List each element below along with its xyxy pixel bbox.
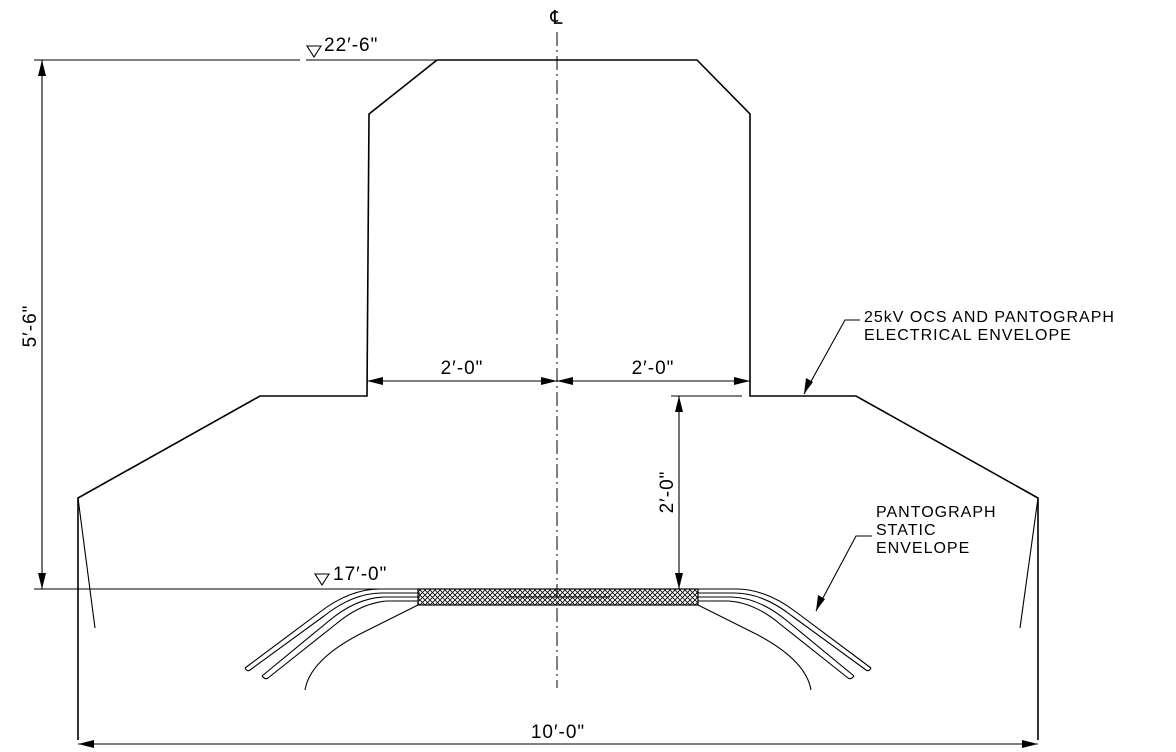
offset-height-label: 2′-0" (657, 471, 678, 514)
elevation-bottom-label: 17′-0" (333, 564, 387, 585)
electrical-envelope-callout: 25kV OCS AND PANTOGRAPH ELECTRICAL ENVEL… (803, 309, 1115, 395)
overall-height-dimension: 5′-6" (20, 60, 46, 589)
overall-width-label: 10′-0" (531, 722, 585, 743)
right-half-width-dimension: 2′-0" (557, 358, 750, 385)
static-envelope-line3: ENVELOPE (876, 540, 970, 557)
electrical-envelope-line2: ELECTRICAL ENVELOPE (864, 327, 1072, 344)
elevation-marker-icon (305, 45, 323, 59)
left-half-width-label: 2′-0" (441, 358, 484, 379)
static-envelope-line2: STATIC (876, 522, 937, 539)
centerline-symbol: ℄ (549, 8, 563, 29)
electrical-envelope-outline (77, 59, 1039, 740)
pantograph-head (244, 588, 872, 691)
right-inner-flare (1019, 497, 1039, 629)
elevation-top-label: 22′-6" (324, 35, 378, 56)
left-inner-flare (77, 497, 96, 629)
overall-width-dimension: 10′-0" (78, 722, 1038, 748)
offset-height-dimension: 2′-0" (657, 395, 742, 589)
overall-height-label: 5′-6" (20, 305, 41, 348)
right-half-width-label: 2′-0" (632, 358, 675, 379)
left-half-width-dimension: 2′-0" (367, 358, 557, 385)
centerline-icon: ℄ (549, 8, 563, 29)
electrical-envelope-line1: 25kV OCS AND PANTOGRAPH (864, 309, 1115, 326)
static-envelope-line1: PANTOGRAPH (876, 504, 997, 521)
elevation-marker-icon (313, 573, 331, 587)
static-envelope-callout: PANTOGRAPH STATIC ENVELOPE (815, 504, 997, 612)
